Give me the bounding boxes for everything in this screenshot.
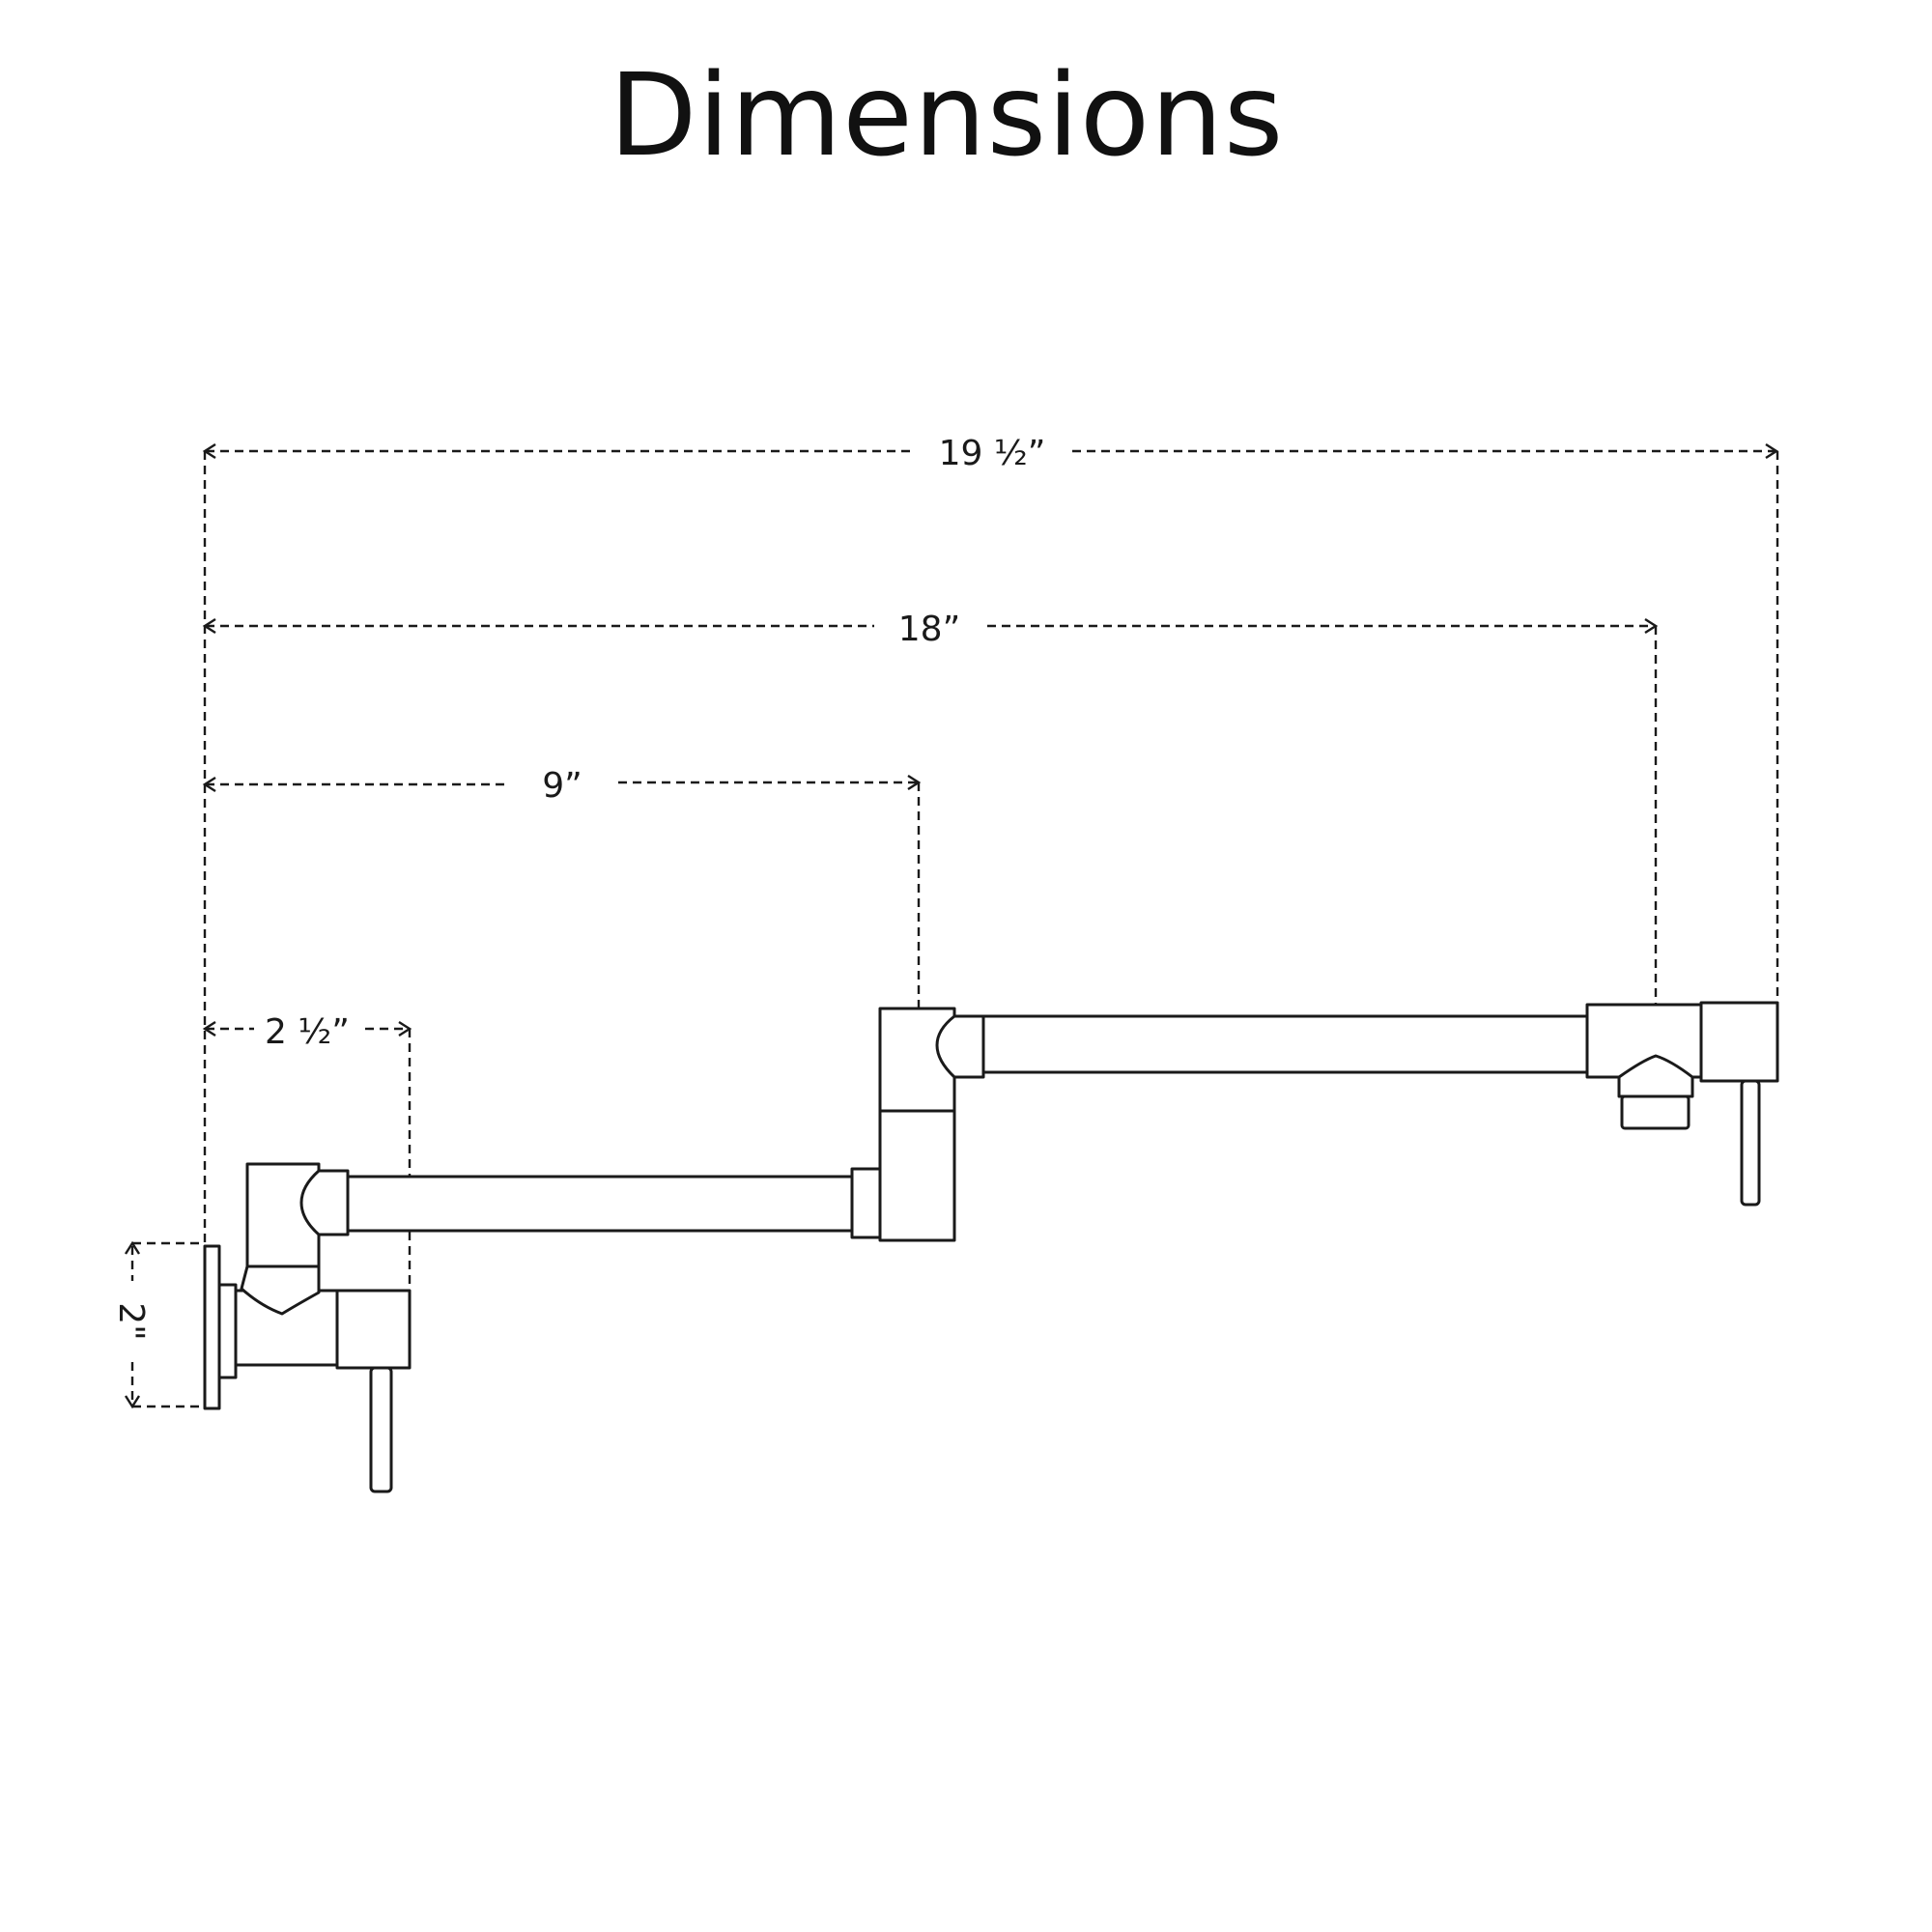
valve-cap [335, 1289, 412, 1370]
first-arm-tube [346, 1175, 854, 1233]
middle-elbow-knuckle [935, 1014, 985, 1079]
spout-lever-handle [1740, 1079, 1761, 1207]
dim-label-valve-depth: 2 ½” [265, 1012, 350, 1052]
spout-cone [1617, 1054, 1694, 1098]
valve-lever-handle [369, 1366, 393, 1493]
spout-end-valve [1699, 1001, 1779, 1083]
dimension-valve-depth: 2 ½” [202, 1012, 412, 1290]
dim-label-arm-reach: 18” [898, 610, 960, 649]
dim-label-flange-height: 2" [111, 1302, 151, 1340]
first-elbow-knuckle [299, 1169, 350, 1236]
arrow-left-icon [202, 1020, 216, 1037]
lower-swivel-cone [240, 1264, 321, 1316]
second-arm-tube [981, 1014, 1589, 1074]
wall-flange [203, 1244, 221, 1410]
arrow-down-icon [124, 1395, 141, 1409]
spout-aerator [1620, 1094, 1690, 1130]
pot-filler-faucet [203, 1001, 1779, 1493]
middle-joint-lower-body [878, 1109, 956, 1242]
dimension-first-arm: 9” [202, 766, 922, 1008]
dimension-flange-height: 2" [111, 1240, 205, 1409]
dim-label-overall-reach: 19 ½” [939, 434, 1046, 473]
arrow-up-icon [124, 1240, 141, 1255]
page-title: Dimensions [609, 48, 1285, 182]
dimension-arm-reach: 18” [202, 610, 1659, 1058]
dim-label-first-arm: 9” [542, 766, 582, 806]
flange-collar [217, 1283, 238, 1379]
dimension-overall-reach: 19 ½” [202, 434, 1779, 1003]
